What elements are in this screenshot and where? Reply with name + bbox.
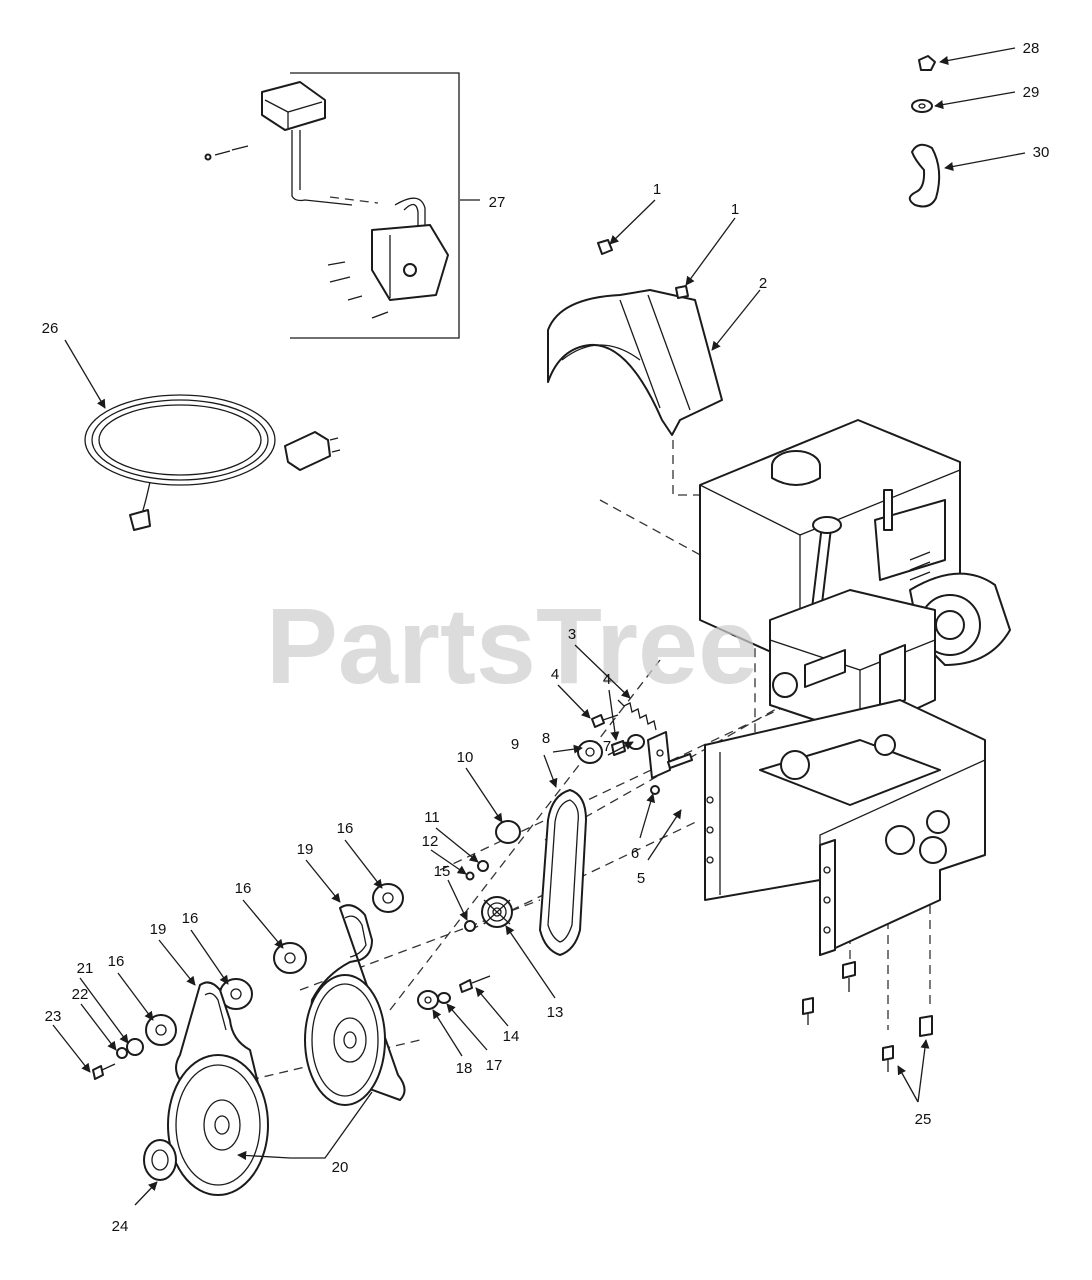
callout-15: 15 [434, 863, 451, 880]
callout-25: 25 [915, 1111, 932, 1128]
engine-pulley-13 [481, 896, 513, 928]
callout-21: 21 [77, 960, 94, 977]
bolts-25 [802, 961, 933, 1072]
hub-24 [143, 1139, 177, 1181]
callout-19b: 19 [150, 921, 167, 938]
engine [699, 419, 1011, 736]
callout-27: 27 [489, 194, 506, 211]
frame-plate [704, 699, 986, 956]
callout-24: 24 [112, 1218, 129, 1235]
power-cord [84, 394, 341, 531]
callout-16c: 16 [182, 910, 199, 927]
callout-1a: 1 [653, 181, 661, 198]
callout-20: 20 [332, 1159, 349, 1176]
callout-12: 12 [422, 833, 439, 850]
pulley-20-front [167, 1054, 269, 1196]
callout-10: 10 [457, 749, 474, 766]
hardware-21-22-23 [92, 1038, 144, 1080]
callout-30: 30 [1033, 144, 1050, 161]
callout-22: 22 [72, 986, 89, 1003]
callout-1b: 1 [731, 201, 739, 218]
callout-14: 14 [503, 1028, 520, 1045]
callout-6: 6 [631, 845, 639, 862]
heater-kit [204, 72, 480, 339]
callout-11: 11 [424, 809, 440, 826]
bolt-washers-14-17-18 [417, 975, 491, 1010]
callout-5: 5 [637, 870, 645, 887]
pulley-20-rear [304, 974, 386, 1106]
idler-bracket [577, 731, 693, 795]
callout-26: 26 [42, 320, 59, 337]
callout-8: 8 [542, 730, 550, 747]
callout-28: 28 [1023, 40, 1040, 57]
callout-23: 23 [45, 1008, 62, 1025]
callout-19a: 19 [297, 841, 314, 858]
watermark: PartsTree [266, 585, 758, 706]
callout-16b: 16 [235, 880, 252, 897]
callout-16d: 16 [108, 953, 125, 970]
leader-lines [52, 47, 1026, 1206]
callout-2: 2 [759, 275, 767, 292]
callout-16a: 16 [337, 820, 354, 837]
pulley-hardware [464, 820, 521, 932]
callout-3: 3 [568, 626, 576, 643]
spacers-16 [145, 883, 404, 1046]
spring [617, 699, 657, 731]
callout-13: 13 [547, 1004, 564, 1021]
callout-4b: 4 [603, 671, 611, 688]
callout-29: 29 [1023, 84, 1040, 101]
callout-18: 18 [456, 1060, 473, 1077]
callout-7: 7 [603, 738, 611, 755]
callout-9: 9 [511, 736, 519, 753]
bolt-4-upper [591, 714, 619, 728]
drive-belt-9 [539, 789, 587, 956]
callout-17: 17 [486, 1057, 503, 1074]
callout-labels: 1 1 2 3 4 4 5 6 7 8 9 10 11 12 13 14 15 … [42, 40, 1050, 1235]
hardware-top-right [908, 55, 941, 208]
cover-screws [597, 239, 689, 299]
belt-cover [547, 289, 723, 436]
callout-4a: 4 [551, 666, 559, 683]
